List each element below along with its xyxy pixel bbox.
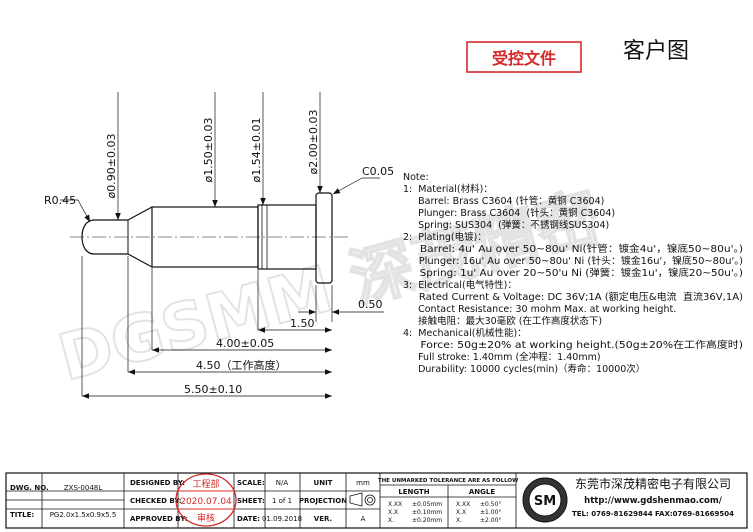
ver-value: A bbox=[361, 515, 366, 523]
dim-radius: R0.45 bbox=[44, 194, 76, 207]
dim-chamfer: C0.05 bbox=[362, 165, 394, 178]
sheet-label: SHEET: bbox=[237, 497, 265, 505]
length-tol-key: X. bbox=[388, 517, 394, 524]
note-line: Barrel: 4u' Au over 50~80u' Ni(针管：镀金4u'，… bbox=[403, 243, 743, 255]
note-line: 1: Material(材料)： bbox=[403, 183, 493, 195]
length-tol-val: ±0.05mm bbox=[412, 501, 442, 508]
note-line: Barrel: Brass C3604 (针管：黄铜 C3604) bbox=[403, 195, 604, 207]
unit-value: mm bbox=[356, 479, 370, 487]
note-line: 4: Mechanical(机械性能)： bbox=[403, 327, 527, 339]
scale-value: N/A bbox=[276, 479, 289, 487]
plunger-taper bbox=[127, 206, 153, 268]
title-value: PG2.0x1.5x0.9x5.5 bbox=[50, 511, 117, 519]
dwg-no-label: DWG. NO. bbox=[10, 484, 49, 492]
dim-tip-diameter: ø0.90±0.03 bbox=[105, 134, 118, 199]
note-line: 2: Plating(电镀)： bbox=[403, 231, 487, 243]
dim-flange-diameter: ø2.00±0.03 bbox=[307, 110, 320, 175]
company-logo: SM bbox=[522, 477, 568, 523]
note-line: 接触电阻：最大30毫欧 (在工作高度状态下) bbox=[403, 315, 602, 327]
dim-length-4-50: 4.50（工作高度） bbox=[196, 358, 287, 372]
note-line: 3: Electrical(电气特性)： bbox=[403, 279, 517, 291]
angle-tol-key: X.XX bbox=[456, 501, 470, 508]
dim-length-4-00: 4.00±0.05 bbox=[216, 337, 274, 350]
length-tol-val: ±0.20mm bbox=[412, 517, 442, 524]
company-contact: TEL: 0769-81629844 FAX:0769-81669504 bbox=[572, 510, 734, 518]
note-line: Contact Resistance: 30 mohm Max. at work… bbox=[403, 304, 676, 315]
note-line: Spring: 1u' Au over 20~50'u Ni (弹簧：镀金1u'… bbox=[403, 267, 743, 279]
angle-tol-key: X. bbox=[456, 517, 462, 524]
note-line: Plunger: Brass C3604 (针头：黄铜 C3604) bbox=[403, 207, 615, 219]
length-tol-val: ±0.10mm bbox=[412, 509, 442, 516]
pogo-pin-outline bbox=[81, 192, 333, 284]
projection-symbol bbox=[349, 492, 376, 507]
tolerance-angle-label: ANGLE bbox=[469, 488, 495, 496]
length-tol-key: X.X bbox=[388, 509, 398, 516]
sheet-value: 1 of 1 bbox=[272, 497, 292, 505]
note-line: Rated Current & Voltage: DC 36V;1A (额定电压… bbox=[403, 291, 743, 303]
dwg-no-value: ZXS-0048L bbox=[64, 484, 102, 492]
note-line: Full stroke: 1.40mm (全冲程：1.40mm) bbox=[403, 351, 601, 363]
company-logo-text: SM bbox=[534, 494, 556, 509]
dim-flange-thickness: 0.50 bbox=[358, 298, 383, 311]
note-line: Durability: 10000 cycles(min)（寿命：10000次） bbox=[403, 363, 645, 375]
angle-tol-val: ±2.00° bbox=[480, 517, 501, 524]
projection-label: PROJECTION bbox=[299, 497, 347, 505]
note-line: Force: 50g±20% at working height.(50g±20… bbox=[403, 339, 743, 351]
note-line: Spring: SUS304 (弹簧：不锈钢线SUS304) bbox=[403, 219, 609, 231]
approval-stamp: 工程部 2020.07.04 审核 bbox=[175, 473, 237, 527]
company-website: http://www.gdshenmao.com/ bbox=[584, 496, 723, 506]
scale-label: SCALE: bbox=[237, 479, 265, 487]
notes-title: Note: bbox=[403, 172, 429, 183]
date-label: DATE: bbox=[237, 515, 260, 523]
tolerance-title: THE UNMARKED TOLERANCE ARE AS FOLLOW bbox=[378, 478, 518, 484]
dim-length-5-50: 5.50±0.10 bbox=[184, 383, 242, 396]
tolerance-length-label: LENGTH bbox=[398, 488, 429, 496]
stamp-top-text: 工程部 bbox=[192, 478, 219, 490]
length-tol-key: X.XX bbox=[388, 501, 402, 508]
dim-plunger-diameter: ø1.50±0.03 bbox=[202, 118, 215, 183]
dim-barrel-diameter: ø1.54±0.01 bbox=[250, 118, 263, 183]
barrel-flange bbox=[315, 192, 333, 284]
stamp-date-text: 2020.07.04 bbox=[180, 497, 232, 507]
angle-tol-key: X.X bbox=[456, 509, 466, 516]
customer-drawing-title: 客户图 bbox=[623, 39, 689, 64]
controlled-stamp: 受控文件 bbox=[492, 49, 556, 68]
dimension-lines bbox=[60, 92, 384, 399]
date-value: 01.09.2018 bbox=[262, 515, 302, 523]
angle-tol-val: ±1.00° bbox=[480, 509, 501, 516]
stamp-bottom-text: 审核 bbox=[197, 512, 215, 524]
tolerance-values: X.XX ±0.05mm X.X ±0.10mm X. ±0.20mm X.XX… bbox=[388, 501, 501, 524]
notes: Note: 1: Material(材料)： Barrel: Brass C36… bbox=[403, 172, 743, 375]
angle-tol-val: ±0.50° bbox=[480, 501, 501, 508]
title-label: TITLE: bbox=[10, 511, 34, 519]
note-line: Plunger: 16u' Au over 50~80u' Ni (针头：镀金1… bbox=[403, 255, 743, 267]
checked-by-label: CHECKED BY: bbox=[130, 497, 182, 505]
dim-length-1-50: 1.50 bbox=[290, 317, 315, 330]
controlled-stamp-border bbox=[466, 41, 582, 73]
unit-label: UNIT bbox=[314, 479, 333, 487]
designed-by-label: DESIGNED BY: bbox=[130, 479, 185, 487]
ver-label: VER. bbox=[314, 515, 332, 523]
approved-by-label: APPROVED BY: bbox=[130, 515, 188, 523]
company-name: 东莞市深茂精密电子有限公司 bbox=[575, 476, 731, 491]
